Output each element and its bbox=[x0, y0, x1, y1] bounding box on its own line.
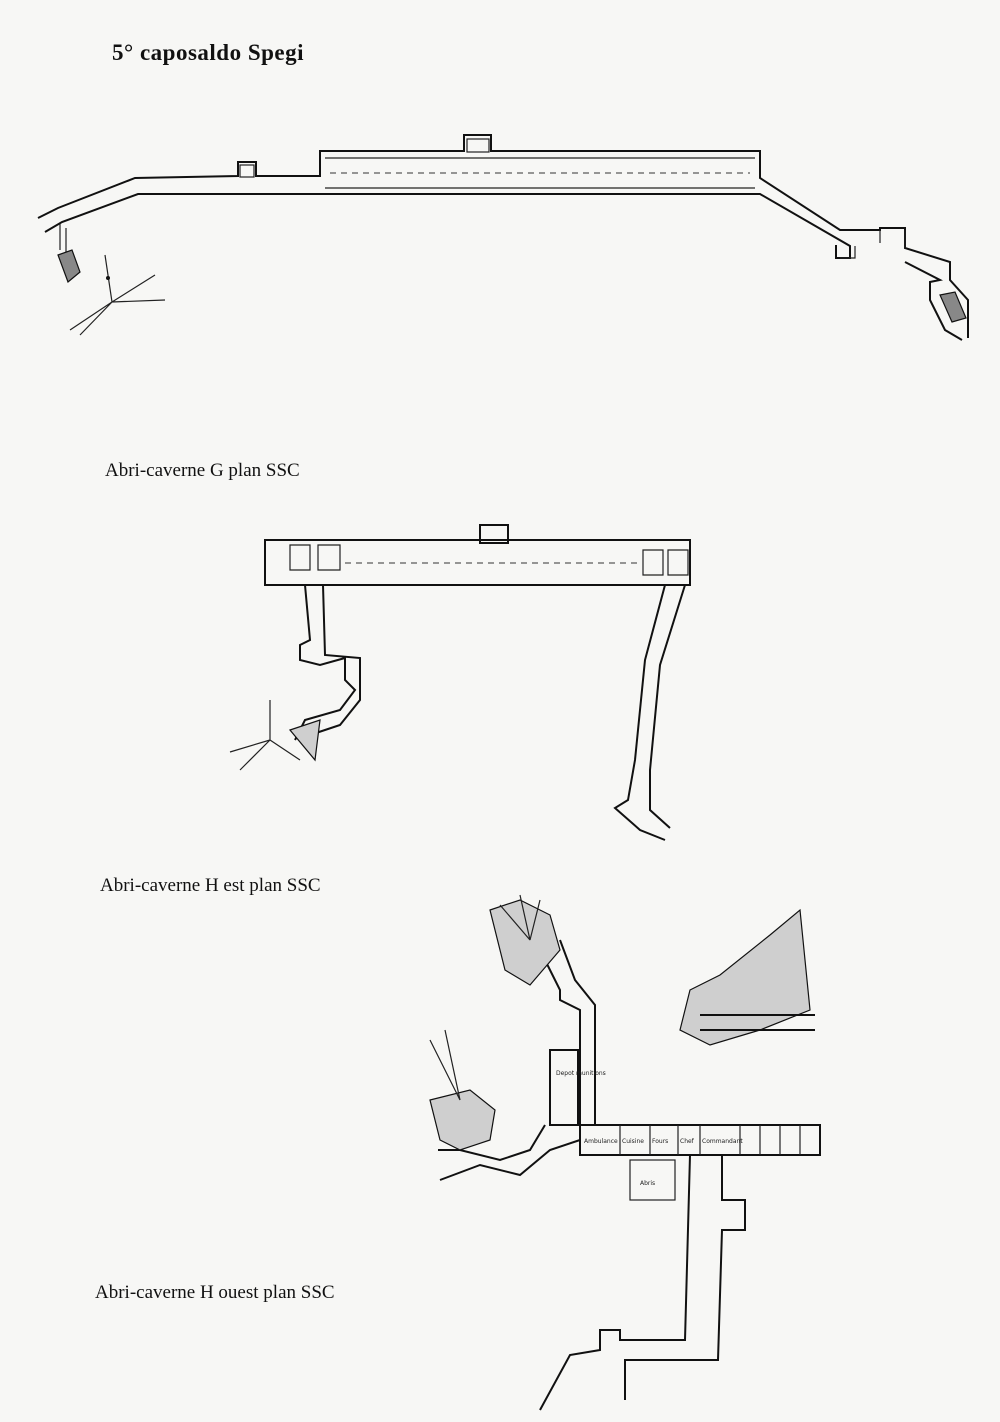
room-label: Commandant bbox=[702, 1138, 743, 1145]
room-label: Cuisine bbox=[622, 1138, 644, 1145]
plan-g-caption: Abri-caverne G plan SSC bbox=[105, 460, 300, 481]
plan-g-sight-lines bbox=[69, 254, 166, 336]
page-title: 5° caposaldo Spegi bbox=[112, 40, 305, 65]
plan-h-ouest-detail bbox=[679, 908, 811, 1046]
plan-h-est-gallery bbox=[229, 524, 691, 841]
plan-h-est-rock bbox=[288, 719, 321, 762]
room-label: Depot munitions bbox=[556, 1070, 606, 1077]
plan-h-ouest-gallery bbox=[429, 894, 821, 1411]
plan-h-ouest-rock-north bbox=[489, 899, 561, 986]
room-label: Fours bbox=[652, 1138, 668, 1145]
room-labels: Depot munitions Ambulance Cuisine Fours … bbox=[556, 1070, 743, 1187]
room-label: Chef bbox=[680, 1138, 695, 1145]
plan-g-rock-east bbox=[939, 291, 967, 323]
room-label: Abris bbox=[640, 1180, 655, 1187]
plan-h-ouest-caption: Abri-caverne H ouest plan SSC bbox=[95, 1282, 335, 1303]
room-label: Ambulance bbox=[584, 1138, 618, 1145]
plan-g-gallery bbox=[37, 134, 969, 341]
plan-h-ouest-rock-west bbox=[429, 1089, 496, 1151]
plan-h-est-caption: Abri-caverne H est plan SSC bbox=[100, 875, 321, 896]
plan-g-rock-west bbox=[57, 249, 81, 284]
